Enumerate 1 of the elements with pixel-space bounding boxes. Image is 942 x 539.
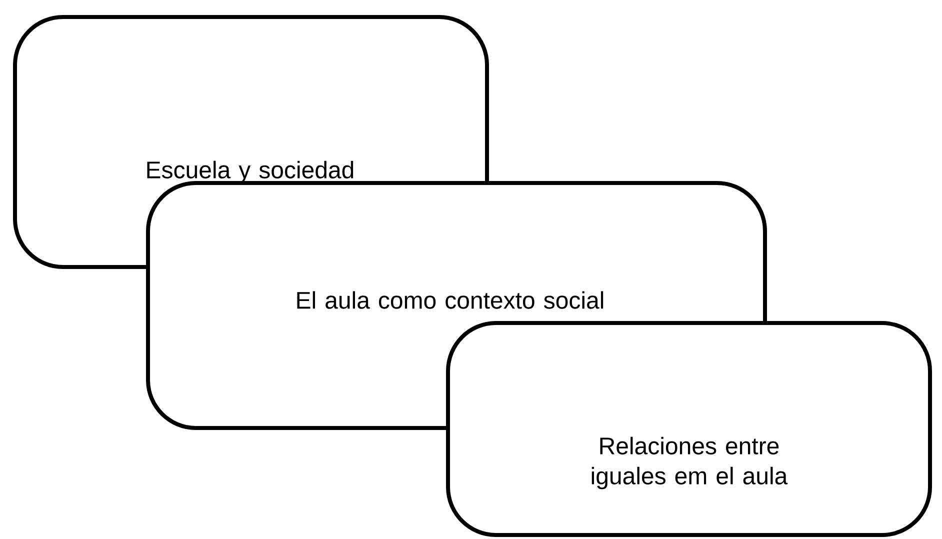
rounded-box: Relaciones entre iguales em el aula xyxy=(446,321,932,537)
